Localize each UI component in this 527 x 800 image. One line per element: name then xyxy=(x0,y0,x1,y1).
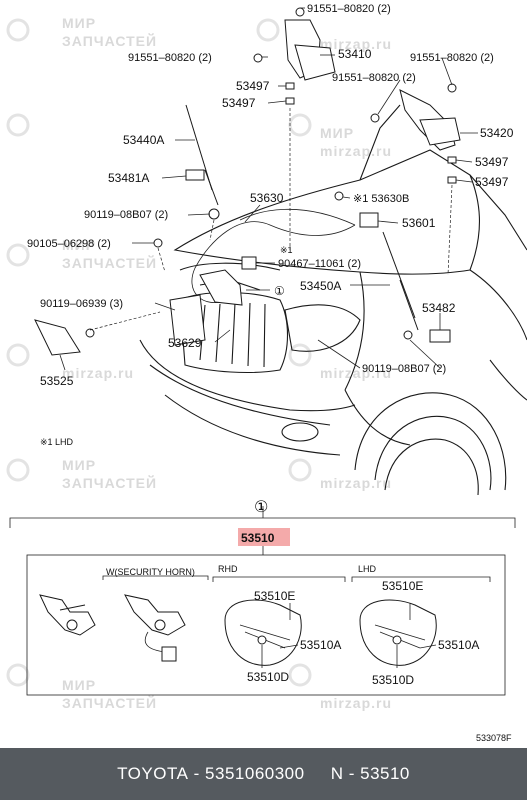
part-label: 53525 xyxy=(40,374,74,388)
watermark-logo-icon xyxy=(6,18,312,687)
upper-hinge-assembly xyxy=(253,7,336,105)
lhd-note: ※1 LHD xyxy=(40,437,74,447)
part-label: 91551–80820 (2) xyxy=(307,3,391,15)
part-label: 91551–80820 (2) xyxy=(410,52,494,64)
hood-support-rod xyxy=(185,104,451,343)
part-label: 53510E xyxy=(254,589,295,603)
highlight-box xyxy=(238,528,290,546)
part-label: 53481A xyxy=(108,171,149,185)
watermark-text: mirzap.ru xyxy=(320,143,392,159)
watermark-text: МИР xyxy=(62,15,96,31)
part-label: 53497 xyxy=(475,155,509,169)
part-label: 53510A xyxy=(300,638,341,652)
part-label: 91551–80820 (2) xyxy=(332,72,416,84)
right-hinge-assembly xyxy=(370,83,461,184)
variant-label: W(SECURITY HORN) xyxy=(106,567,195,577)
part-label: 53510E xyxy=(382,579,423,593)
leader-lines xyxy=(59,7,478,371)
watermark-text: mirzap.ru xyxy=(320,475,392,491)
part-name: 53510 xyxy=(360,764,410,783)
watermark-text: mirzap.ru xyxy=(320,36,392,52)
hood-lock-illustration xyxy=(224,599,302,668)
separator: - xyxy=(188,764,206,783)
watermark-text: ЗАПЧАСТЕЙ xyxy=(62,694,157,711)
part-label: 53630 xyxy=(250,191,284,205)
variant-label: LHD xyxy=(358,564,377,574)
watermark-text: МИР xyxy=(62,677,96,693)
watermark: МИР ЗАПЧАСТЕЙ mirzap.ru МИР mirzap.ru МИ… xyxy=(6,15,392,711)
part-label: 53601 xyxy=(402,216,436,230)
part-label: 90119–08B07 (2) xyxy=(362,363,446,375)
part-number: 5351060300 xyxy=(205,764,305,783)
part-label: 53497 xyxy=(475,175,509,189)
part-label: 90467–11061 (2) xyxy=(278,258,361,270)
part-label: 53510A xyxy=(438,638,479,652)
part-label: 90105–06298 (2) xyxy=(27,238,111,250)
part-label: 53510D xyxy=(247,670,289,684)
part-name-prefix: N - xyxy=(330,764,361,783)
part-label: 90119–06939 (3) xyxy=(40,298,123,310)
part-label: 90119–08B07 (2) xyxy=(84,209,168,221)
part-label: 53482 xyxy=(422,301,456,315)
part-label: 53497 xyxy=(236,79,270,93)
watermark-text: ЗАПЧАСТЕЙ xyxy=(62,254,157,271)
drawing-code: 533078F xyxy=(476,733,512,743)
part-labels: 91551–80820 (2) 91551–80820 (2) 53410 91… xyxy=(27,3,514,447)
hood-lock-illustration xyxy=(124,594,186,662)
part-label: 91551–80820 (2) xyxy=(128,52,212,64)
dashed-guide-lines xyxy=(89,108,453,331)
variant-label: RHD xyxy=(218,564,238,574)
watermark-text: МИР xyxy=(62,457,96,473)
part-label: 53497 xyxy=(222,96,256,110)
part-label-highlighted: 53510 xyxy=(241,531,275,545)
callout-marker: ① xyxy=(254,499,268,516)
watermark-text: МИР xyxy=(320,125,354,141)
watermark-text: mirzap.ru xyxy=(320,695,392,711)
watermark-text: ЗАПЧАСТЕЙ xyxy=(62,474,157,491)
part-label: 53420 xyxy=(480,126,514,140)
spacer xyxy=(305,764,331,784)
brand-name: TOYOTA xyxy=(117,764,189,783)
hood-lock-assembly xyxy=(34,269,243,356)
parts-diagram: МИР ЗАПЧАСТЕЙ mirzap.ru МИР mirzap.ru МИ… xyxy=(6,3,527,743)
part-info-footer: TOYOTA - 5351060300 N - 53510 xyxy=(0,748,527,800)
part-label: ※1 53630B xyxy=(353,193,409,205)
watermark-text: mirzap.ru xyxy=(320,365,392,381)
part-label: 53450A xyxy=(300,279,341,293)
callout-marker: ① xyxy=(274,284,285,298)
watermark-text: ЗАПЧАСТЕЙ xyxy=(62,32,157,49)
watermark-text: mirzap.ru xyxy=(62,365,134,381)
part-label: 53410 xyxy=(338,47,372,61)
hood-lock-illustration xyxy=(359,599,437,668)
hood-release-cable xyxy=(153,191,379,303)
note-mark: ※1 xyxy=(280,245,293,255)
part-label: 53629 xyxy=(168,336,202,350)
part-label: 53440A xyxy=(123,133,164,147)
watermark-text: МИР xyxy=(62,237,96,253)
hood-lock-detail-section: ① 53510 W(SECURITY HORN) RHD LHD xyxy=(9,499,516,696)
part-label: 53510D xyxy=(372,673,414,687)
hood-lock-illustration xyxy=(39,594,96,636)
